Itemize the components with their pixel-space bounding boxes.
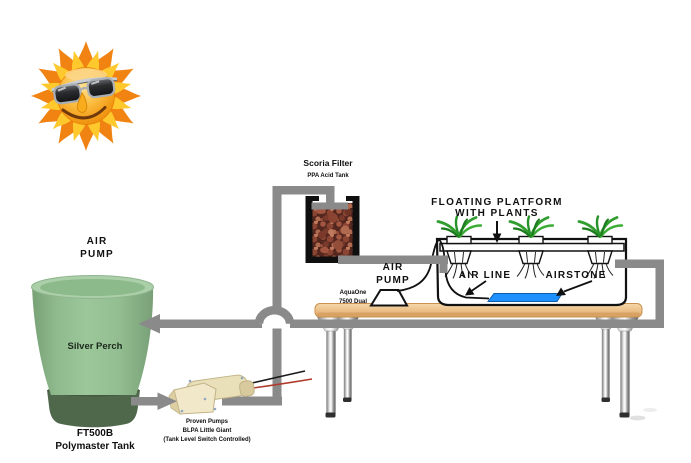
label-arrows	[465, 221, 593, 296]
fish-tank-base	[47, 390, 140, 428]
grow-bed	[435, 215, 628, 307]
pump-inlet-arrowhead	[157, 392, 177, 410]
table-leg	[601, 327, 610, 400]
pump-front-housing	[173, 382, 217, 415]
floating-platform-label: FLOATING PLATFORM WITH PLANTS	[431, 197, 563, 220]
air-pump-unit	[369, 238, 490, 307]
pipe-tank-to-pump	[131, 397, 159, 406]
grow-bed-tank	[435, 237, 628, 307]
pipe-riser	[272, 328, 282, 406]
pipe-growbed-inlet-nub	[439, 260, 448, 273]
fish-species-label: Silver Perch	[67, 341, 123, 352]
table-leg	[326, 328, 336, 415]
scoria-filter-subtitle: PPA Acid Tank	[307, 173, 349, 179]
platform-arrow	[492, 233, 502, 243]
water-pipes	[131, 186, 664, 406]
pipe-filter-drop	[326, 193, 335, 206]
transfer-pump	[168, 370, 313, 415]
sun-nose	[76, 91, 88, 113]
filter-wall	[305, 196, 313, 263]
pipe-crossover-hop	[254, 306, 295, 325]
transfer-pump-caption: Proven Pumps BLPA Little Giant (Tank Lev…	[163, 419, 251, 444]
fish-tank-body	[32, 285, 154, 395]
plant	[577, 215, 624, 238]
fish-tank-model-label: FT500B Polymaster Tank	[55, 428, 135, 452]
filter-wall	[352, 196, 360, 263]
air-line	[396, 238, 490, 300]
pipe-return	[159, 319, 262, 328]
pipe-spray-bar	[311, 202, 348, 210]
airstone-arrow	[556, 287, 566, 296]
scoria-filter	[305, 196, 360, 263]
pipe-pump-outlet	[222, 396, 282, 406]
air-pump-label: AIR PUMP	[376, 262, 410, 286]
fish-tank	[31, 275, 154, 428]
air-line-label: AIR LINE	[458, 270, 512, 281]
pipe-right-drop	[655, 259, 664, 328]
air-pump-body	[369, 289, 409, 307]
fish-tank-air-pump-label: AIR PUMP	[80, 236, 114, 260]
sun-icon	[31, 41, 141, 151]
pipe-filter-feed	[272, 186, 335, 195]
floating-platform	[439, 242, 625, 252]
return-arrowhead	[138, 314, 160, 334]
pipe-return	[290, 319, 664, 328]
table-leg	[343, 327, 352, 400]
airstone	[487, 293, 563, 302]
table-leg	[620, 328, 630, 415]
scoria-filter-title: Scoria Filter PPA Acid Tank	[303, 158, 352, 182]
sunglasses-icon	[51, 77, 118, 105]
pipe-filter-to-growbed	[338, 255, 448, 264]
pipe-growbed-outlet	[615, 259, 664, 268]
air-line-arrow	[465, 287, 475, 296]
filter-bottom	[305, 256, 360, 263]
air-pump-model-label: AquaOne 7500 Dual	[338, 290, 368, 306]
sun-smile	[61, 106, 107, 120]
airstone-label: AIRSTONE	[545, 270, 607, 281]
pipe-riser	[272, 186, 282, 314]
